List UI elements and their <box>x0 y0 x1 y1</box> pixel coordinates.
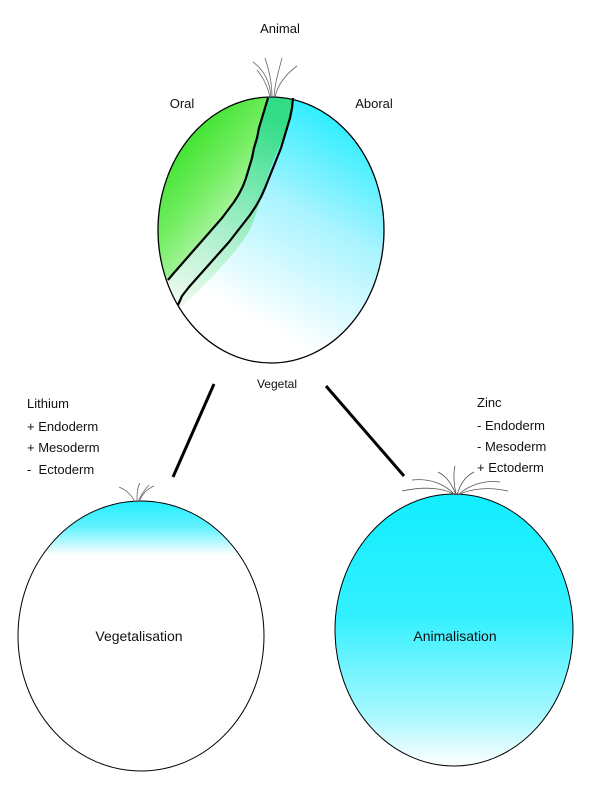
lithium-title: Lithium <box>27 396 69 411</box>
zinc-effect: - Endoderm <box>477 418 545 433</box>
aboral-label: Aboral <box>355 96 393 111</box>
lithium-effect: + Mesoderm <box>27 440 100 455</box>
zinc-effect: + Ectoderm <box>477 460 544 475</box>
vegetalisation-label: Vegetalisation <box>95 628 182 644</box>
aboral-boundary-line <box>176 97 295 306</box>
top-embryo: Animal Oral Aboral Vegetal <box>157 21 393 391</box>
animal-label: Animal <box>260 21 300 36</box>
zinc-panel: Zinc - Endoderm - Mesoderm + Ectoderm <box>477 395 546 475</box>
apical-tuft-icon <box>118 482 155 503</box>
apical-tuft-icon <box>252 57 298 98</box>
vegetalised-embryo-body <box>17 500 265 772</box>
right-connector <box>324 385 406 477</box>
oral-label: Oral <box>170 96 195 111</box>
animalisation-label: Animalisation <box>413 628 496 644</box>
boundary-band <box>168 98 293 310</box>
zinc-title: Zinc <box>477 395 502 410</box>
lithium-panel: Lithium + Endoderm + Mesoderm - Ectoderm <box>27 396 100 477</box>
apical-tuft-icon <box>401 465 509 496</box>
left-connector <box>171 383 216 478</box>
vegetal-label: Vegetal <box>257 377 297 391</box>
oral-boundary-line <box>167 97 270 281</box>
vegetalised-embryo: Vegetalisation <box>17 482 265 772</box>
zinc-effect: - Mesoderm <box>477 439 546 454</box>
lithium-effect: - Ectoderm <box>27 462 94 477</box>
animalised-embryo: Animalisation <box>334 465 574 767</box>
lithium-effect: + Endoderm <box>27 419 98 434</box>
